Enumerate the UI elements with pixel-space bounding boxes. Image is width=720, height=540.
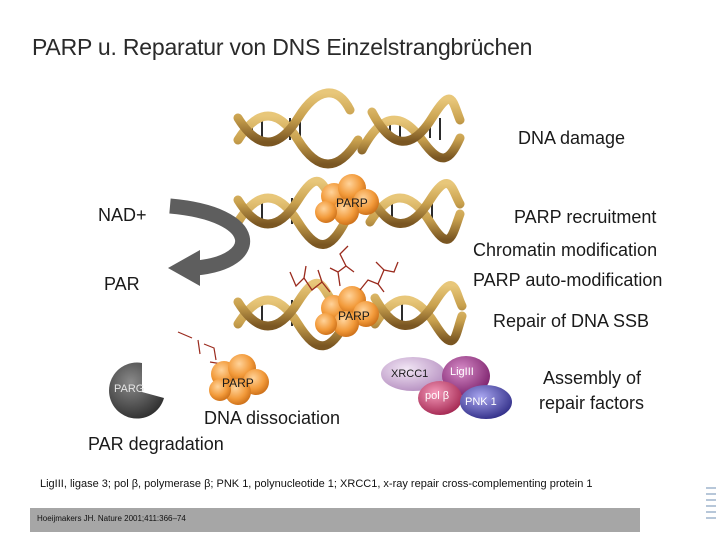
label-assembly-line2: repair factors <box>539 393 645 413</box>
dna-helix-par-modified <box>233 278 467 351</box>
protein-label-parp-released: PARP <box>222 376 254 390</box>
parp-bound-protein <box>315 174 379 225</box>
label-par: PAR <box>104 274 140 294</box>
parp-modified-protein <box>315 286 379 337</box>
protein-label-xrcc1: XRCC1 <box>391 368 429 380</box>
parg-protein <box>109 362 164 419</box>
repair-factor-complex <box>381 356 512 419</box>
nad-to-par-arrow <box>168 198 251 286</box>
reference-bar <box>30 508 640 532</box>
slide-title: PARP u. Reparatur von DNS Einzelstrangbr… <box>32 34 533 60</box>
protein-label-pnk1: PNK 1 <box>465 396 497 408</box>
protein-label-parp-modified: PARP <box>338 309 370 323</box>
label-dna-damage: DNA damage <box>518 128 626 148</box>
label-dna-dissociation: DNA dissociation <box>204 408 341 428</box>
label-parp-auto-modification: PARP auto-modification <box>473 270 663 290</box>
protein-label-parg: PARG <box>114 383 145 395</box>
label-repair-of-dna-ssb: Repair of DNA SSB <box>493 311 650 331</box>
reference-citation: Hoeijmakers JH. Nature 2001;411:366–74 <box>37 514 186 523</box>
par-chains <box>289 245 399 293</box>
released-par-fragments <box>177 331 223 365</box>
label-par-degradation: PAR degradation <box>88 434 224 454</box>
parp-released-protein <box>209 354 269 405</box>
protein-label-ligiii: LigIII <box>450 366 474 378</box>
protein-label-pol-beta: pol β <box>425 390 450 402</box>
label-assembly-line1: Assembly of <box>543 368 642 388</box>
protein-label-parp-bound: PARP <box>336 196 368 210</box>
corner-logo-mark <box>706 487 716 519</box>
dna-helix-parp-bound <box>233 176 465 249</box>
label-nad-plus: NAD+ <box>98 205 147 225</box>
label-chromatin-modification: Chromatin modification <box>473 240 658 260</box>
dna-helix-damaged <box>233 88 465 169</box>
label-parp-recruitment: PARP recruitment <box>514 207 657 227</box>
abbreviation-footnote: LigIII, ligase 3; pol β, polymerase β; P… <box>40 478 593 490</box>
